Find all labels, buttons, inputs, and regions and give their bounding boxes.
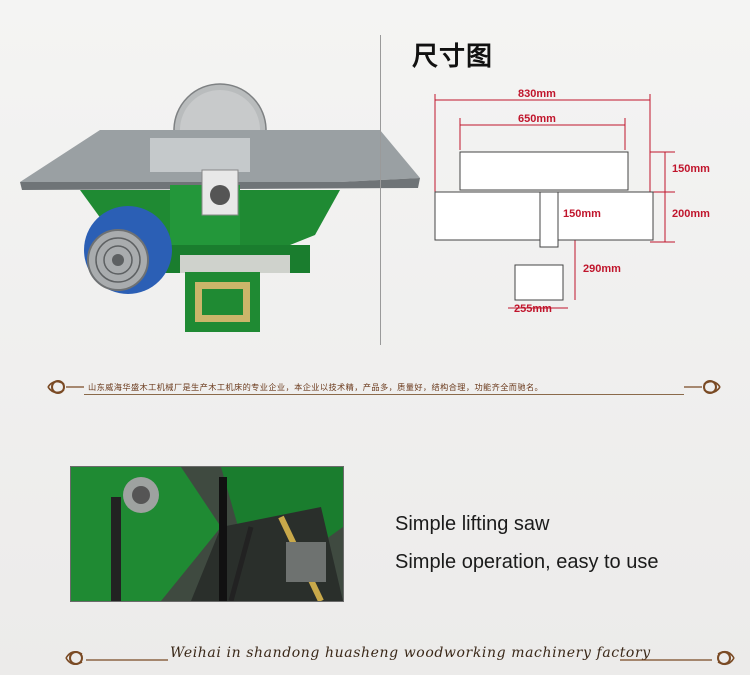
footer-ornament-right-icon — [620, 650, 735, 666]
dim-255: 255mm — [514, 303, 552, 315]
banner-rule — [84, 394, 684, 395]
ornament-right-icon — [684, 380, 721, 394]
ornament-left-icon — [47, 380, 84, 394]
dimension-drawing — [434, 94, 675, 309]
feature-line-1: Simple lifting saw — [395, 513, 550, 535]
dim-290: 290mm — [583, 263, 621, 275]
dim-650: 650mm — [518, 113, 556, 125]
dim-150-top: 150mm — [672, 163, 710, 175]
feature-line-2: Simple operation, easy to use — [395, 551, 659, 573]
dim-830: 830mm — [518, 88, 556, 100]
section-divider — [380, 35, 381, 345]
dimension-drawing-title: 尺寸图 — [412, 42, 494, 72]
dim-200: 200mm — [672, 208, 710, 220]
footer-ornament-left-icon — [65, 650, 168, 666]
company-name-script: Weihai in shandong huasheng woodworking … — [170, 645, 651, 661]
company-intro-text: 山东威海华盛木工机械厂是生产木工机床的专业企业，本企业以技术精，产品多，质量好，… — [88, 382, 544, 392]
lifting-saw-photo — [70, 466, 344, 602]
dim-150-inner: 150mm — [563, 208, 601, 220]
motor-icon — [84, 206, 172, 294]
machine-photo — [20, 83, 420, 332]
